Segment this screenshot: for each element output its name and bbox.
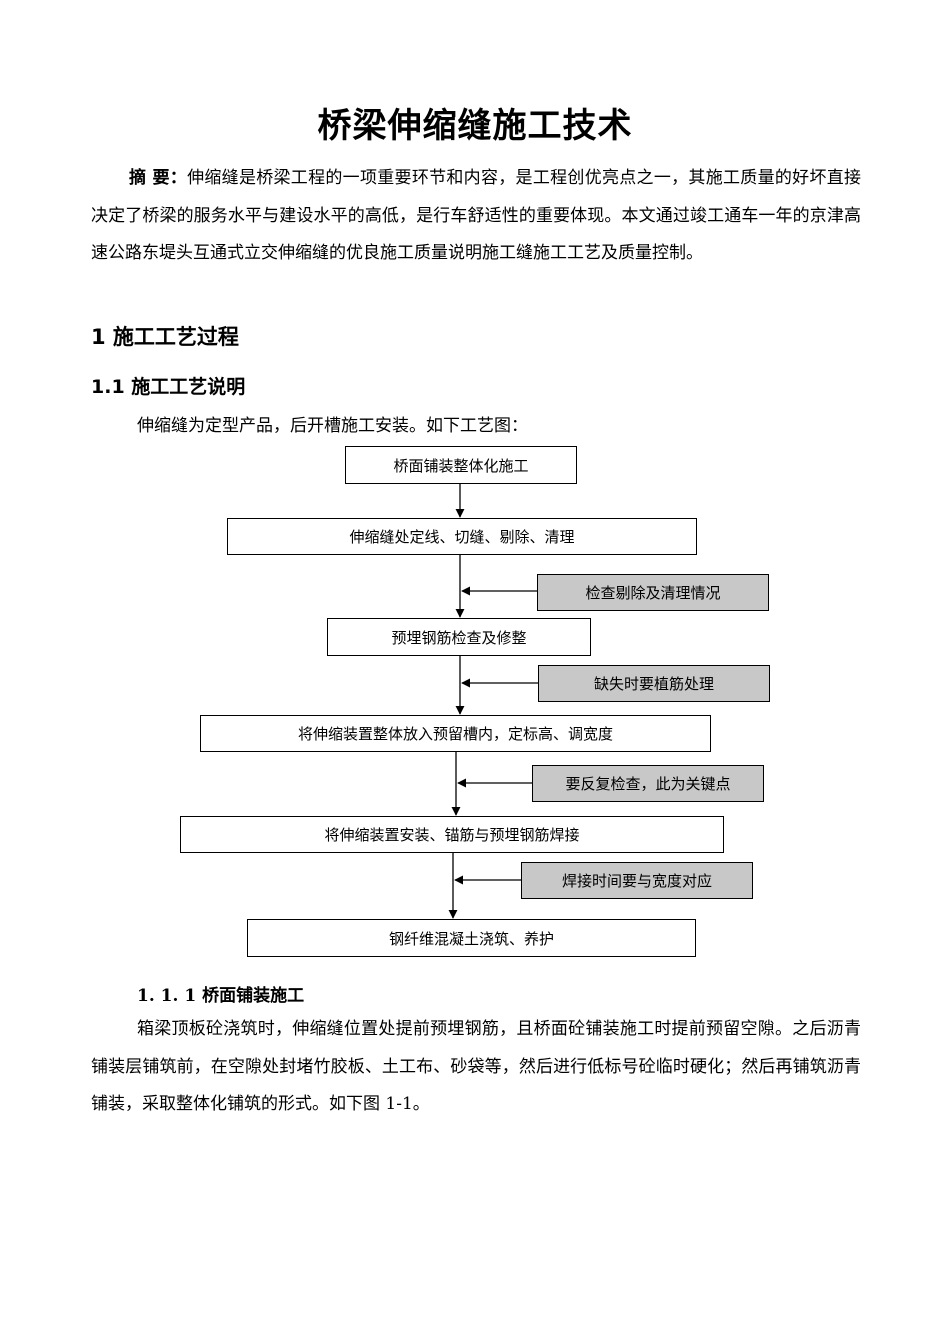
flow-step-5: 将伸缩装置安装、锚筋与预埋钢筋焊接: [180, 816, 724, 853]
flow-note-2: 缺失时要植筋处理: [538, 665, 770, 702]
abstract-text: 伸缩缝是桥梁工程的一项重要环节和内容，是工程创优亮点之一，其施工质量的好坏直接决…: [91, 168, 862, 264]
flow-step-6: 钢纤维混凝土浇筑、养护: [247, 919, 696, 957]
section-1-1-1-paragraph: 箱梁顶板砼浇筑时，伸缩缝位置处提前预埋钢筋，且桥面砼铺装施工时提前预留空隙。之后…: [91, 1019, 861, 1115]
flow-note-1: 检查剔除及清理情况: [537, 574, 769, 611]
flowchart-intro: 伸缩缝为定型产品，后开槽施工安装。如下工艺图：: [137, 416, 528, 436]
abstract-label: 摘 要：: [129, 168, 188, 188]
section-1-1-1-heading: 1. 1. 1 桥面铺装施工: [137, 986, 305, 1006]
flow-step-2: 伸缩缝处定线、切缝、剔除、清理: [227, 518, 697, 555]
flow-step-3: 预埋钢筋检查及修整: [327, 618, 591, 656]
flow-note-3: 要反复检查，此为关键点: [532, 765, 764, 802]
flow-step-1: 桥面铺装整体化施工: [345, 446, 577, 484]
flow-note-4: 焊接时间要与宽度对应: [521, 862, 753, 899]
section-1-heading: 1 施工工艺过程: [91, 325, 239, 349]
flow-step-4: 将伸缩装置整体放入预留槽内，定标高、调宽度: [200, 715, 711, 752]
document-title: 桥梁伸缩缝施工技术: [317, 106, 633, 146]
section-1-1-heading: 1.1 施工工艺说明: [91, 376, 246, 398]
abstract-paragraph: 摘 要：伸缩缝是桥梁工程的一项重要环节和内容，是工程创优亮点之一，其施工质量的好…: [91, 160, 861, 273]
